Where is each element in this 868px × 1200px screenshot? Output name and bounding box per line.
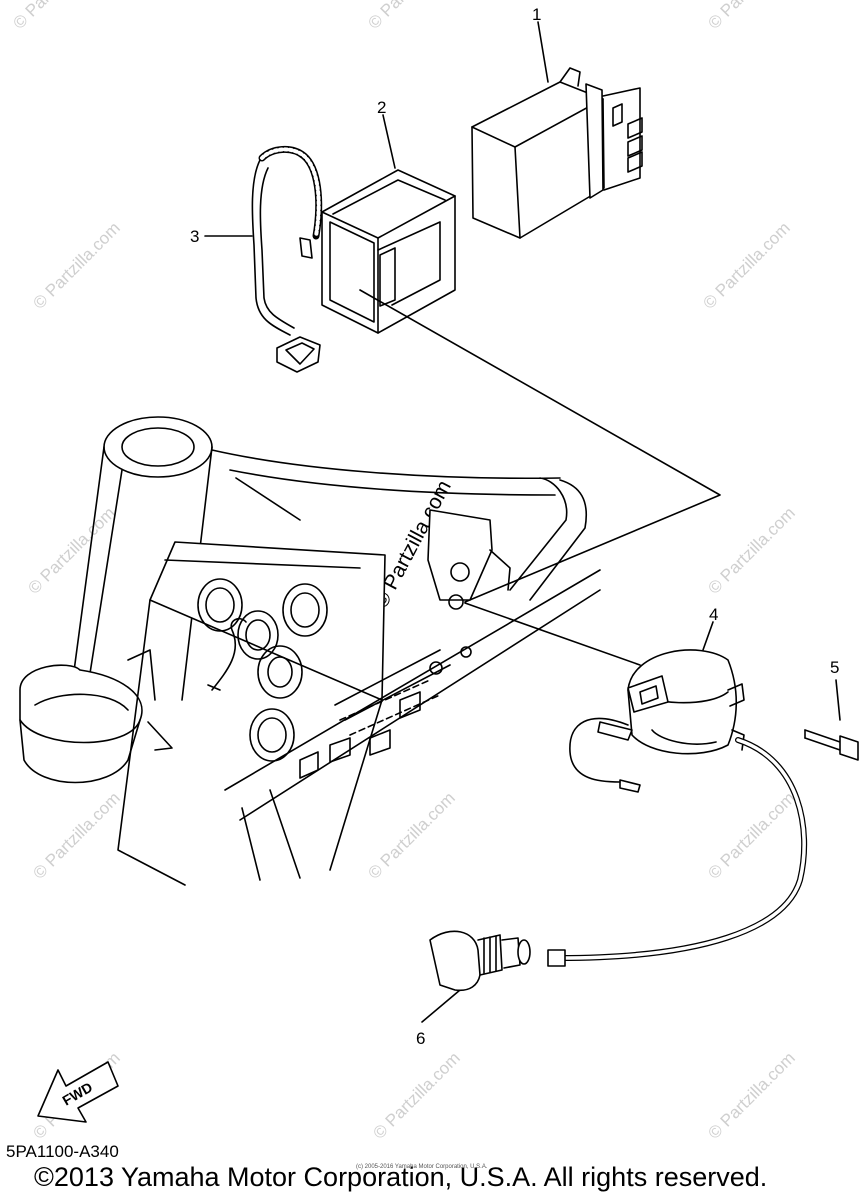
diagram-code: 5PA1100-A340 [6, 1142, 119, 1161]
watermark: © Partzilla.com [29, 788, 123, 882]
bolt [804, 729, 859, 761]
watermark: © Partzilla.com [364, 788, 458, 882]
watermark: © Partzilla.com [9, 0, 103, 33]
frame [19, 416, 601, 886]
high-tension-lead [547, 737, 808, 967]
cdi-unit [471, 67, 643, 239]
fwd-arrow-icon [37, 1061, 119, 1123]
band [251, 146, 323, 373]
spark-plug-cap [429, 930, 531, 992]
leader-lines [204, 21, 841, 1023]
callout-numbers: 1 2 3 4 5 6 [190, 5, 839, 1048]
callout-5: 5 [830, 658, 839, 677]
ignition-coil [569, 649, 745, 793]
callout-6: 6 [416, 1029, 425, 1048]
watermark: © Partzilla.com [364, 0, 458, 33]
watermark: © Partzilla.com [29, 218, 123, 312]
callout-2: 2 [377, 98, 386, 117]
watermark: © Partzilla.com [704, 0, 798, 33]
callout-4: 4 [709, 605, 718, 624]
watermark: © Partzilla.com [699, 218, 793, 312]
watermark: © Partzilla.com [704, 1048, 798, 1142]
watermark-layer: © Partzilla.com © Partzilla.com © Partzi… [9, 0, 798, 1143]
fine-print: (c) 2005-2016 Yamaha Motor Corporation, … [356, 1164, 488, 1170]
watermark: © Partzilla.com [704, 788, 798, 882]
callout-1: 1 [532, 5, 541, 24]
callout-3: 3 [190, 227, 199, 246]
watermark: © Partzilla.com [704, 503, 798, 597]
cdi-rubber-cover [321, 169, 456, 334]
copyright-notice: ©2013 Yamaha Motor Corporation, U.S.A. A… [34, 1162, 768, 1192]
watermark: © Partzilla.com [369, 1048, 463, 1142]
